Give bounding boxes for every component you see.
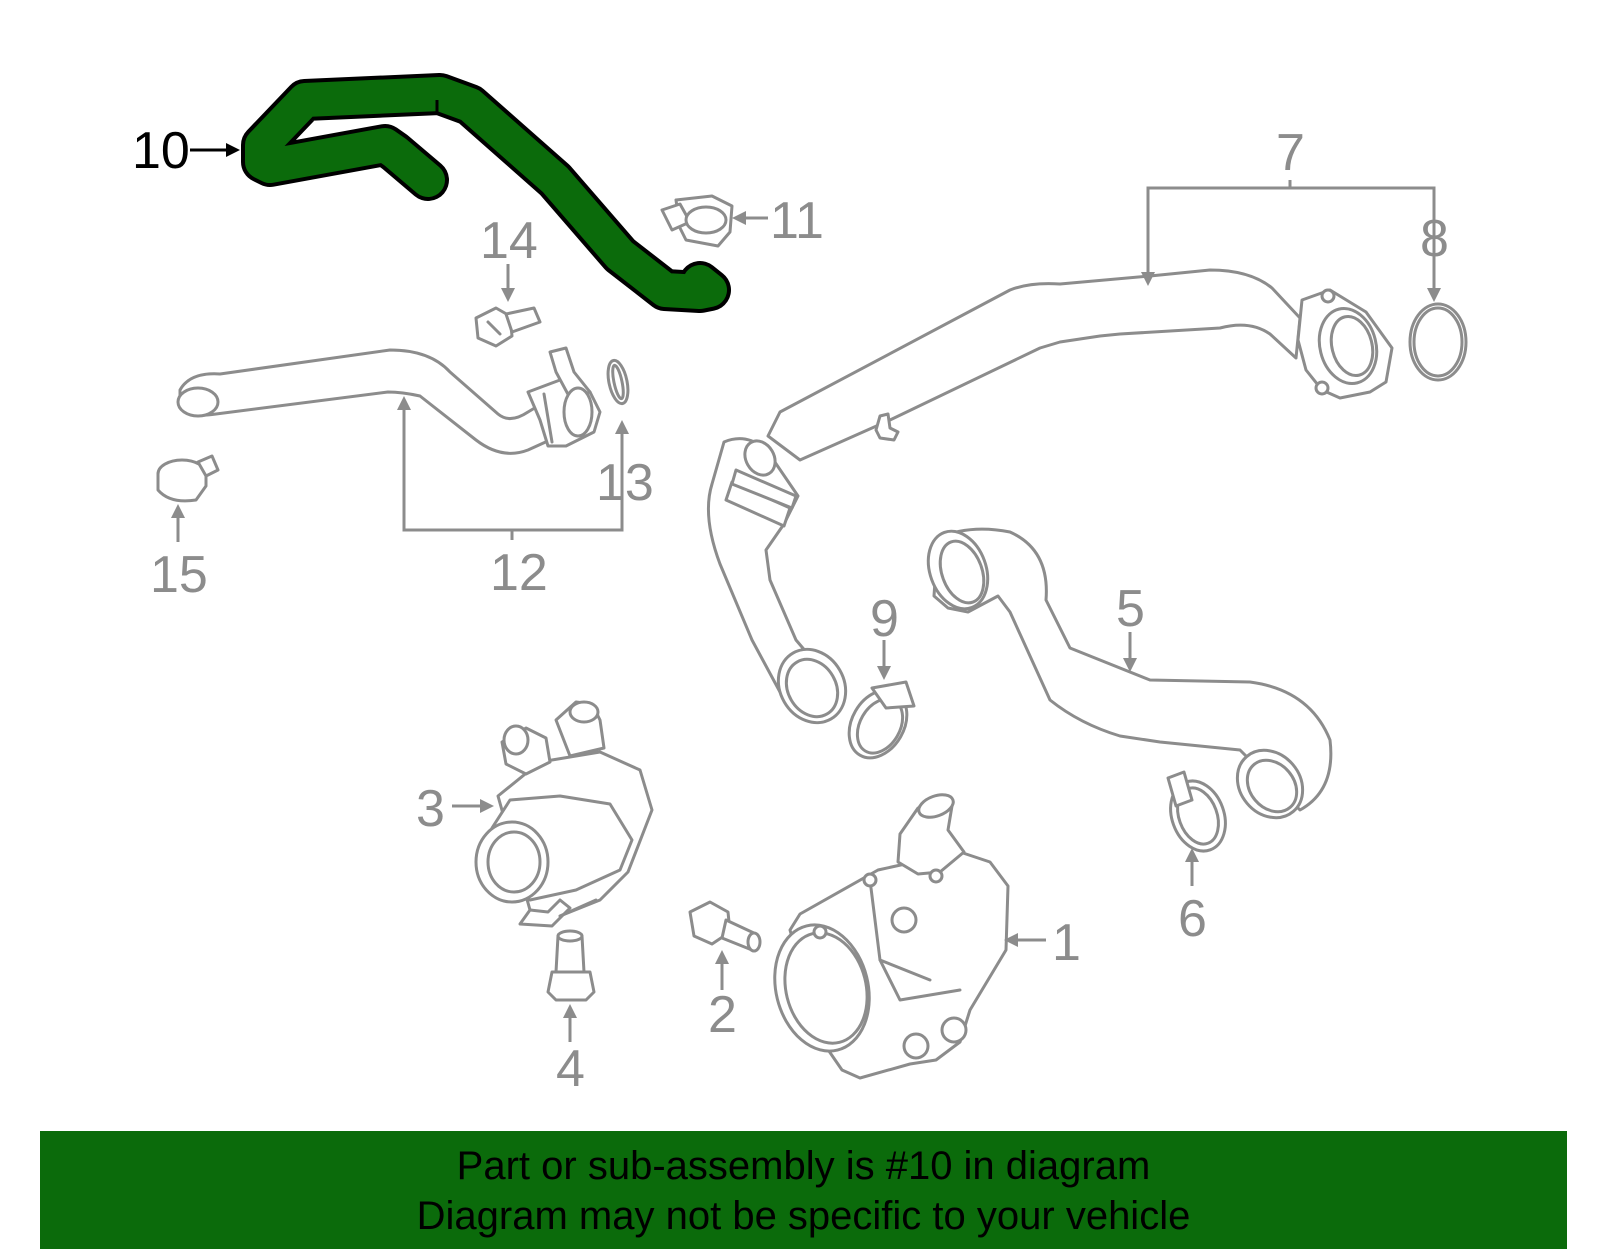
part-9-clamp[interactable] [837,680,918,768]
part-5-hose[interactable] [918,523,1333,831]
callout-2: 2 [708,986,737,1044]
callout-9: 9 [870,590,899,648]
callout-8: 8 [1420,210,1449,268]
callout-5: 5 [1116,580,1145,638]
banner-line-2: Diagram may not be specific to your vehi… [416,1194,1191,1238]
part-15-clamp[interactable] [156,454,220,503]
callout-3: 3 [416,780,445,838]
part-12-hose[interactable] [176,346,602,455]
part-14-bolt[interactable] [474,306,542,348]
leader-lines [171,143,1441,1042]
part-2-bolt[interactable] [688,900,762,953]
callout-13: 13 [596,454,654,512]
callout-15: 15 [150,546,208,604]
part-13-o-ring[interactable] [605,358,632,406]
callout-7: 7 [1276,124,1305,182]
part-7-pipe[interactable] [706,268,1394,735]
callout-4: 4 [556,1040,585,1098]
info-banner: Part or sub-assembly is #10 in diagram D… [40,1131,1567,1249]
part-11-clamp[interactable] [660,194,734,248]
part-8-o-ring[interactable] [1408,302,1468,382]
callout-1: 1 [1052,914,1081,972]
callout-6: 6 [1178,890,1207,948]
part-10-hose[interactable] [241,73,731,313]
banner-line-1: Part or sub-assembly is #10 in diagram [456,1144,1151,1188]
part-6-clamp[interactable] [1161,770,1234,859]
callout-10: 10 [132,122,190,180]
part-3-thermostat[interactable] [474,700,654,928]
callout-labels: 1 2 3 4 5 6 7 8 9 10 11 12 13 14 15 [132,122,1449,1098]
callout-14: 14 [480,212,538,270]
part-1-water-pump[interactable] [762,790,1010,1080]
part-4-bolt[interactable] [546,929,596,1002]
callout-12: 12 [490,544,548,602]
callout-11: 11 [770,192,824,250]
